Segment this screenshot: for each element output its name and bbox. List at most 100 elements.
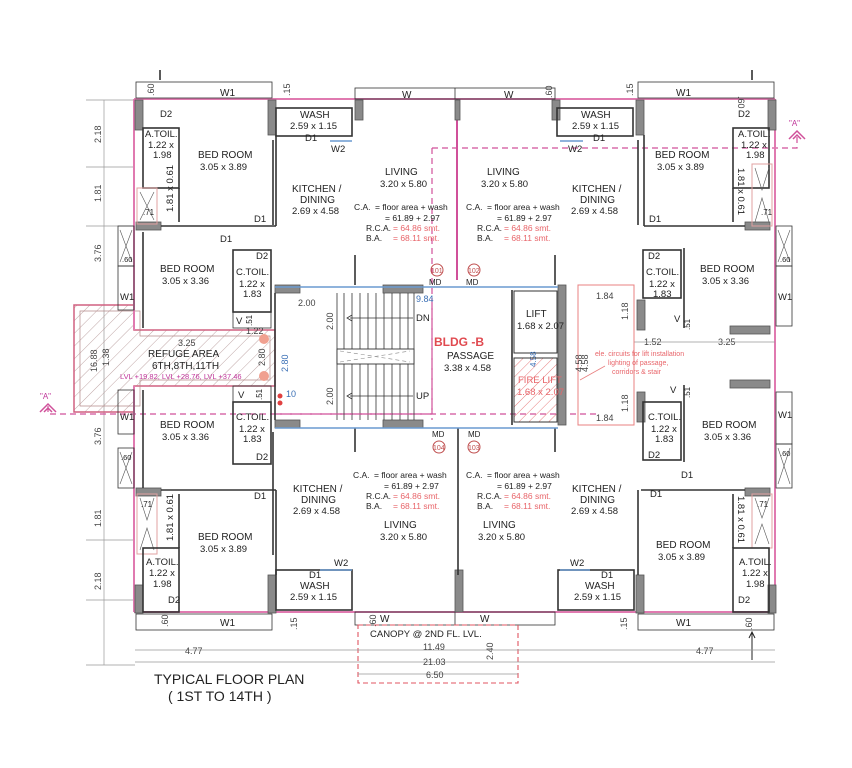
door-d2: D2 [648,450,660,461]
room-label: A.TOIL. [738,129,771,140]
rca-label: R.C.A. [477,223,502,233]
room-label: KITCHEN / [292,184,342,195]
lift-size: 1.68 x 2.07 [517,321,564,332]
refuge-dim-2-80: 2.80 [257,348,267,366]
rca-label: R.C.A. [366,491,391,501]
rca-label: R.C.A. [477,491,502,501]
room-size: 2.69 x 4.58 [292,206,339,217]
door-d1: D1 [649,214,661,225]
room-size: 1.22 x [651,424,677,435]
room-size: 3.20 x 5.80 [478,532,525,543]
dim-1-18-bottom: 1.18 [620,394,630,412]
window-w-bottom-left: W [380,614,390,625]
passage-label: PASSAGE [447,351,494,362]
refuge-dim-16-88: 16.88 [89,349,99,372]
ca-values: = 61.89 + 2.97 [384,481,439,491]
ba-label: B.A. [366,233,382,243]
door-d1: D1 [309,570,321,581]
window-w2: W2 [570,558,584,569]
title-line-2: ( 1ST TO 14TH ) [168,688,271,704]
vent-v: V [236,316,243,327]
room-label: WASH [300,581,330,592]
ba-value: = 68.11 smt. [393,501,439,511]
room-label: WASH [581,110,611,121]
room-size: 1.22 x [239,424,265,435]
flat-number-104: MD 104 [432,430,446,454]
door-d1: D1 [305,133,317,144]
dim-15-bottom-left: .15 [289,617,299,630]
duct-size: 1.81 x 0.61 [735,496,746,543]
svg-text:MD: MD [432,430,445,439]
room-label: C.TOIL. [648,412,681,423]
room-size: 1.98 [746,150,765,161]
door-d2: D2 [256,251,268,262]
room-size: 1.83 [243,289,262,300]
dim-60-top-right: .60 [736,96,746,109]
dim-2-40: 2.40 [485,642,495,660]
room-size: 3.05 x 3.36 [162,432,209,443]
room-label: C.TOIL. [236,412,269,423]
stair-up-label: UP [416,391,429,402]
fire-lift-shaft [513,357,558,423]
rca-label: R.C.A. [366,223,391,233]
duct-size: 1.81 x 0.61 [165,494,176,541]
flat-101: D2 A.TOIL. 1.22 x 1.98 1.81 x 0.61 .71 B… [136,107,448,285]
fire-marker [277,393,283,399]
dim-2-80: 2.80 [280,354,290,372]
ca-label: C.A. [353,470,370,480]
dim-10: 10 [286,389,296,399]
room-label: WASH [300,110,330,121]
dim-3-76-bottom: 3.76 [93,427,103,445]
core: 2.00 2.80 10 DN UP 2.00 2.00 [274,263,584,454]
dim-21-03: 21.03 [423,657,446,667]
room-label: A.TOIL. [146,557,179,568]
room-size: 3.05 x 3.89 [200,162,247,173]
dim-15-top-right: .15 [625,83,635,96]
room-size: 3.05 x 3.36 [702,276,749,287]
window-w1: W1 [778,410,792,421]
ba-label: B.A. [477,501,493,511]
room-size: 1.83 [655,434,674,445]
flat-number-102: 102 MD [466,263,481,287]
ca-values: = 61.89 + 2.97 [385,213,440,223]
vent-v: V [670,385,677,396]
title-line-1: TYPICAL FLOOR PLAN [154,671,304,687]
room-size: 3.20 x 5.80 [481,179,528,190]
refuge-dim-3-25: 3.25 [178,338,196,348]
canopy-label: CANOPY @ 2ND FL. LVL. [370,629,482,640]
room-size: 1.22 x [149,568,175,579]
rca-value: = 64.86 smt. [393,491,440,501]
dim-71: .71 [143,208,155,217]
dim-15-bottom-right: .15 [619,617,629,630]
stair-flight-dim: 2.00 [325,387,335,405]
room-label: DINING [301,495,336,506]
dim-4-58-core: 4.58 [574,354,584,372]
svg-text:101: 101 [431,268,443,275]
refuge-dim-1-38: 1.38 [101,348,111,366]
note-line-2: lighting of passage, [608,360,668,367]
duct-size: 1.81 x 0.61 [165,165,176,212]
window-w1-top-left: W1 [220,88,235,99]
room-label: LIVING [385,167,418,178]
door-d1: D1 [254,491,266,502]
flat-102: WASH 2.59 x 1.15 D1 W2 LIVING 3.20 x 5.8… [466,107,773,285]
door-d2: D2 [168,595,180,606]
flat-103: C.A. = floor area + wash = 61.89 + 2.97 … [457,428,773,613]
room-label: LIVING [487,167,520,178]
ca-label: C.A. [466,470,483,480]
window-w-top-right: W [504,90,514,101]
ca-formula: = floor area + wash [375,202,448,212]
staircase: DN UP 2.00 2.00 [325,293,430,420]
room-label: BED ROOM [198,532,252,543]
dim-71: .71 [757,500,769,509]
room-size: 1.22 x [239,279,265,290]
window-w2: W2 [334,558,348,569]
ba-label: B.A. [366,501,382,511]
dim-51: .51 [683,318,692,330]
room-size: 2.59 x 1.15 [290,592,337,603]
room-size: 2.59 x 1.15 [290,121,337,132]
dim-1-81-bottom: 1.81 [93,509,103,527]
door-d2: D2 [256,452,268,463]
door-d1: D1 [220,234,232,245]
refuge-levels: LVL +19.82, LVL +28.76, LVL +37.46 [120,372,242,381]
